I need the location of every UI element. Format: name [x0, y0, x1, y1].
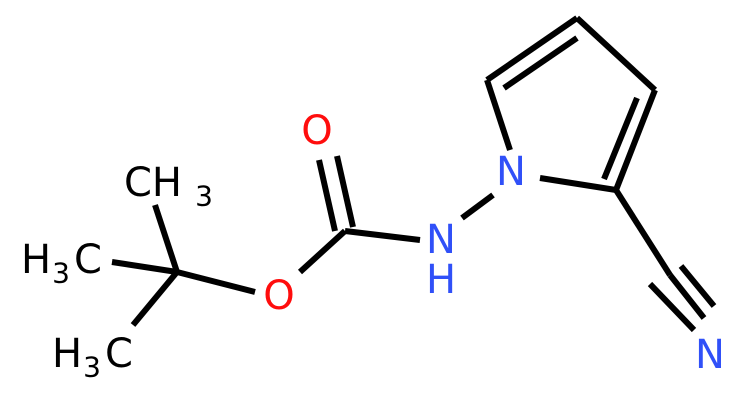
bond-nitrile-triple-b — [667, 273, 707, 320]
bond-nitrile-triple-a — [647, 281, 697, 333]
amine-hydrogen-label: H — [426, 257, 456, 303]
bond-ring-c2-to-ring-n — [539, 175, 617, 193]
bond-ring-c5-c4-double-outer — [485, 15, 579, 83]
bond-ring-c5-c4-double-inner — [502, 35, 579, 91]
methyl-top-ch: CH — [124, 160, 182, 206]
methyl-left2-c: C — [105, 331, 133, 377]
bond-c-quat-to-ester-o — [176, 269, 256, 295]
methyl-top-subscript: 3 — [195, 180, 213, 213]
bond-ring-c3-c2-double-inner — [601, 96, 640, 181]
nitrile-nitrogen-label: N — [695, 332, 725, 378]
methyl-left1-h: H — [21, 237, 51, 283]
bond-carbonyl-double-b — [334, 155, 356, 228]
bond-c-quat-to-methyl-left1 — [111, 259, 178, 275]
bond-ester-o-to-carbonyl-c — [297, 228, 348, 275]
methyl-left2-h: H — [52, 331, 82, 377]
amine-nitrogen-label: N — [426, 217, 456, 263]
methyl-left2-subscript: 3 — [83, 351, 101, 384]
atom-labels: O O N H N N CH 3 H 3 C H 3 C — [21, 108, 725, 384]
methyl-left1-c: C — [74, 237, 102, 283]
bond-carbonyl-double-a — [316, 159, 338, 232]
bond-carbonyl-c-to-nh — [344, 228, 421, 243]
ring-nitrogen-label: N — [496, 149, 526, 195]
bond-nitrile-triple-c — [678, 264, 717, 308]
bond-ring-c4-to-c3 — [574, 15, 658, 93]
bond-c-quat-to-methyl-left2 — [130, 270, 180, 327]
bond-ring-c3-c2-double-outer — [613, 88, 658, 192]
methyl-left1-subscript: 3 — [52, 257, 70, 290]
bond-c-quat-to-methyl-top — [152, 204, 180, 273]
bond-set — [111, 15, 717, 333]
bond-ring-n-to-c5 — [484, 79, 513, 151]
carbonyl-oxygen-label: O — [301, 108, 332, 154]
methyl-left2-label: H 3 C — [52, 331, 133, 384]
ester-oxygen-label: O — [263, 273, 294, 319]
methyl-top-label: CH 3 — [124, 160, 213, 213]
methyl-left1-label: H 3 C — [21, 237, 102, 290]
bond-nh-to-ring-n — [460, 192, 495, 221]
bond-c2-to-nitrile-c — [613, 188, 673, 277]
